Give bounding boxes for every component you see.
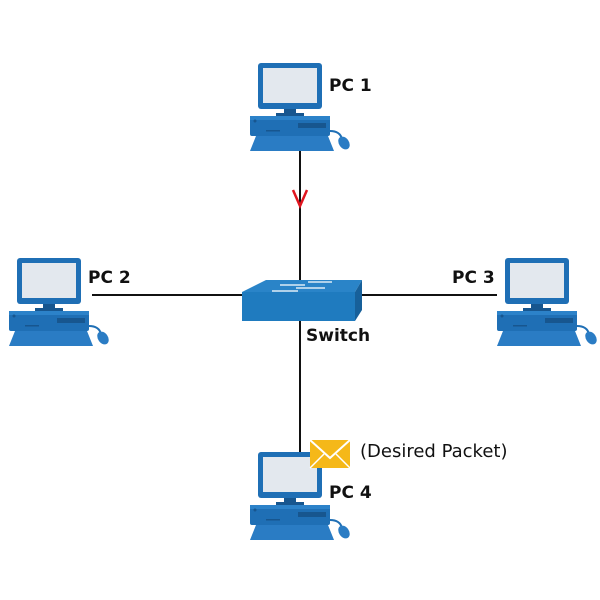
packet-label: (Desired Packet)	[360, 441, 508, 462]
switch-icon	[242, 280, 362, 321]
envelope-icon	[309, 439, 351, 469]
switch-label: Switch	[306, 326, 371, 346]
pc4-label: PC 4	[329, 483, 372, 503]
pc3-icon	[496, 257, 600, 348]
pc3-label: PC 3	[452, 268, 495, 288]
arrow-down-icon	[291, 189, 309, 210]
pc1-label: PC 1	[329, 76, 372, 96]
pc2-label: PC 2	[88, 268, 131, 288]
